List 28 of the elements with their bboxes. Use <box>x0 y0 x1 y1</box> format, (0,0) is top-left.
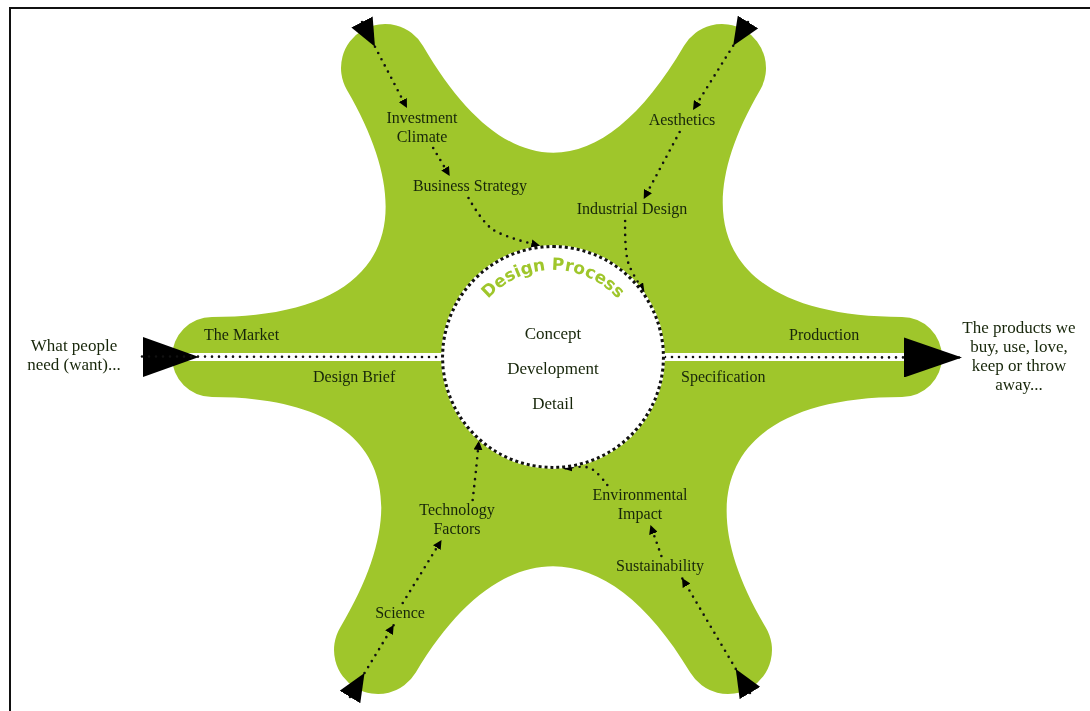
dotted-arrow <box>339 623 395 704</box>
dotted-arrow <box>691 15 759 112</box>
stage-label: Concept <box>523 324 583 343</box>
dotted-arrow <box>431 146 451 178</box>
dotted-arrow <box>680 576 761 700</box>
node-label: Aesthetics <box>636 110 728 132</box>
node-label: What people need (want)... <box>18 336 142 376</box>
dotted-arrow <box>649 523 663 558</box>
node-label: Sustainability <box>596 556 724 578</box>
dotted-arrow <box>351 16 409 110</box>
stage-label: Detail <box>531 394 575 413</box>
node-label: Science <box>362 603 438 625</box>
node-label: Environmental Impact <box>580 485 700 525</box>
band-label: Design Brief <box>313 367 396 386</box>
stage-label: Development <box>506 359 600 378</box>
band-label: The Market <box>204 325 280 344</box>
dotted-arrow <box>663 337 964 378</box>
dotted-arrow <box>467 196 542 249</box>
dotted-arrow <box>642 130 681 201</box>
node-label: Business Strategy <box>392 176 548 198</box>
dotted-arrow <box>401 538 443 605</box>
band-label: Specification <box>681 367 766 386</box>
band-label: Production <box>789 325 860 344</box>
node-label: The products we buy, use, love, keep or throw away... <box>962 318 1076 398</box>
node-label: Industrial Design <box>556 199 708 221</box>
node-label: Investment Climate <box>372 108 472 148</box>
node-label: Technology Factors <box>400 500 514 540</box>
dotted-arrow <box>471 439 483 502</box>
